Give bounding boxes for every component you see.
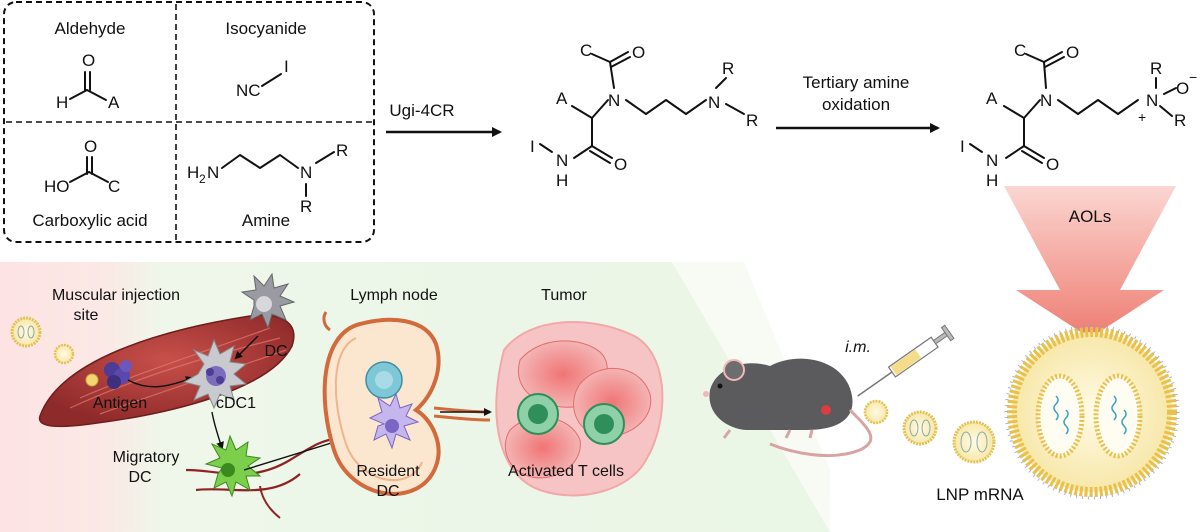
carboxylic-acid-structure: O HO C — [44, 137, 120, 196]
aldehyde-structure: O H A — [56, 51, 120, 112]
atom-o: O — [1066, 43, 1079, 62]
atom-r: R — [1174, 111, 1186, 130]
muscle-injection-site: Muscular injection site Antigen — [10, 272, 356, 519]
lnp-mrna-large-icon — [1004, 324, 1180, 500]
lymph-node-label: Lymph node — [350, 287, 438, 304]
atom-subscript-2: 2 — [199, 172, 206, 186]
lymph-node: Lymph node Resident DC — [322, 287, 492, 500]
lnp-particle-small — [85, 373, 99, 387]
atom-n: N — [708, 93, 720, 112]
syringe-icon — [857, 324, 955, 397]
atom-a: A — [986, 89, 998, 108]
atom-n: N — [608, 91, 620, 110]
atom-n: N — [986, 151, 998, 170]
lnp-mrna-label: LNP mRNA — [936, 485, 1024, 504]
injection-site-label-line1: Muscular injection — [52, 287, 180, 304]
aols-cone — [1004, 186, 1176, 338]
dc-label: DC — [264, 343, 287, 360]
atom-o: O — [614, 155, 627, 174]
antigen-label: Antigen — [93, 395, 147, 412]
injection-point — [821, 405, 831, 415]
resident-dc-label-line2: DC — [376, 483, 399, 500]
atom-n: N — [207, 163, 219, 182]
aldehyde-label: Aldehyde — [55, 19, 126, 38]
lnp-particle — [952, 420, 996, 464]
atom-o: O — [82, 51, 95, 70]
atom-r: R — [1150, 59, 1162, 78]
atom-nc: NC — [236, 81, 261, 100]
atom-r: R — [722, 59, 734, 78]
atom-n: N — [300, 163, 312, 182]
lnp-particle — [902, 410, 938, 446]
atom-h: H — [986, 171, 998, 190]
reagent-box: Aldehyde Isocyanide Carboxylic acid Amin… — [3, 1, 375, 243]
migratory-dc-label-line2: DC — [128, 469, 151, 486]
atom-i: I — [530, 137, 535, 156]
activated-t-cell-icon — [517, 393, 559, 435]
antigen-icon — [104, 360, 132, 389]
atom-ho: HO — [44, 177, 70, 196]
atom-i: I — [284, 57, 289, 76]
atom-h: H — [56, 93, 68, 112]
lnp-particle — [863, 399, 889, 425]
atom-r: R — [336, 141, 348, 160]
route-label: i.m. — [845, 339, 871, 356]
migratory-dc-icon — [204, 434, 262, 498]
cdc1-label: cDC1 — [216, 395, 256, 412]
lnp-particle — [53, 343, 75, 365]
oxidation-label-line1: Tertiary amine — [803, 73, 910, 92]
atom-h: H — [556, 171, 568, 190]
aol-structure: C O N N + R O − R A O N H I — [960, 41, 1197, 190]
atom-plus: + — [1138, 109, 1146, 125]
amine-label: Amine — [242, 211, 290, 230]
atom-minus: − — [1189, 69, 1197, 85]
lnp-shell — [1007, 327, 1177, 497]
mouse-icon — [703, 358, 873, 458]
carboxylic-acid-label: Carboxylic acid — [32, 211, 147, 230]
atom-h: H — [187, 163, 199, 182]
isocyanide-structure: NC I — [236, 57, 289, 100]
atom-c: C — [108, 177, 120, 196]
atom-n: N — [556, 151, 568, 170]
atom-n: N — [1040, 91, 1052, 110]
migratory-dc-label-line1: Migratory — [113, 449, 180, 466]
oxidation-label-line2: oxidation — [822, 95, 890, 114]
isocyanide-label: Isocyanide — [225, 19, 306, 38]
atom-n: N — [1146, 91, 1158, 110]
cdc1-cell-icon — [182, 338, 248, 410]
injection-site-label-line2: site — [74, 307, 99, 324]
activated-t-cell-icon — [583, 403, 625, 445]
ugi-label: Ugi-4CR — [389, 101, 454, 120]
aols-funnel: AOLs — [1004, 186, 1176, 338]
tumor-label: Tumor — [541, 287, 587, 304]
oxidation-arrow: Tertiary amine oxidation — [776, 73, 940, 133]
atom-c: C — [580, 41, 592, 60]
atom-c: C — [1014, 41, 1026, 60]
atom-o: O — [1176, 79, 1189, 98]
mouse-body — [709, 358, 853, 430]
activated-t-cells-label: Activated T cells — [508, 463, 624, 480]
t-cell-icon — [365, 361, 403, 399]
lnp-particle — [10, 316, 42, 348]
atom-a: A — [556, 89, 568, 108]
resident-dc-icon — [368, 392, 420, 450]
ugi-arrow: Ugi-4CR — [386, 101, 502, 137]
aols-label: AOLs — [1069, 207, 1112, 226]
dc-cell-icon — [240, 272, 296, 330]
mouse-tail — [769, 408, 873, 458]
amine-structure: H 2 N N R R — [187, 141, 348, 216]
atom-i: I — [960, 137, 965, 156]
atom-o: O — [632, 43, 645, 62]
atom-a: A — [108, 93, 120, 112]
atom-o: O — [84, 137, 97, 156]
resident-dc-label-line1: Resident — [356, 463, 420, 480]
atom-r: R — [300, 197, 312, 216]
atom-r: R — [746, 111, 758, 130]
tumor: Tumor Activated T cells — [495, 287, 664, 497]
atom-o: O — [1046, 155, 1059, 174]
ugi-product-structure: C O N N R R A O N H I — [530, 41, 758, 190]
